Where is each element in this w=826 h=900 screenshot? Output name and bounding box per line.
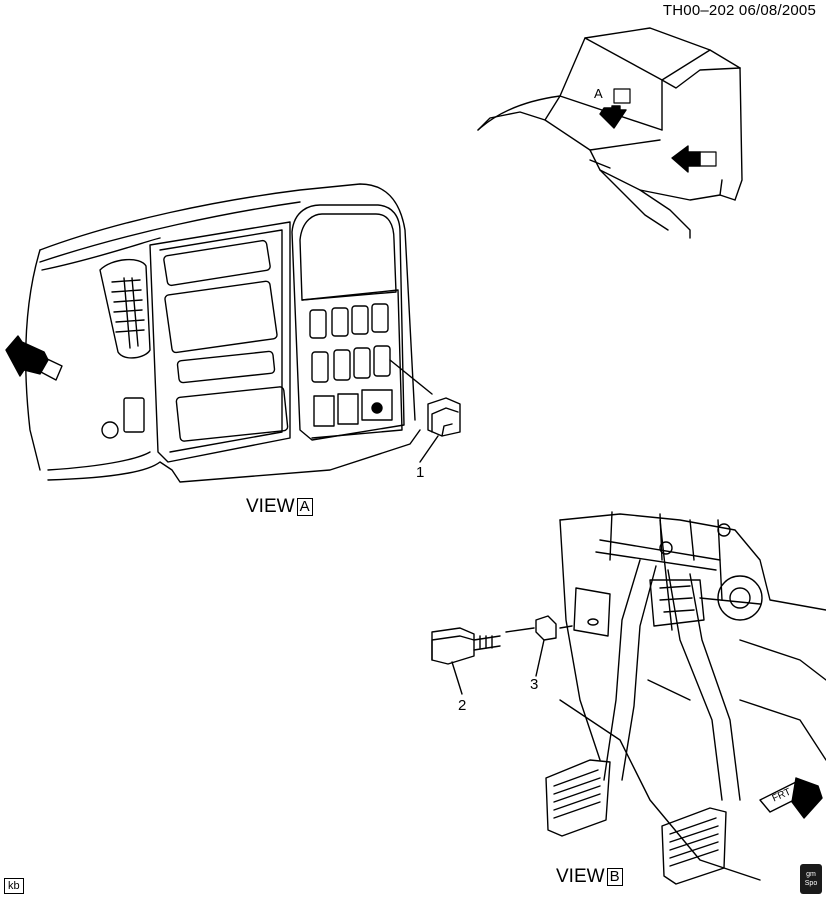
diagram-date: 06/08/2005: [738, 2, 816, 19]
footer-tag: kb: [4, 878, 24, 894]
view-a-label: VIEW A: [246, 496, 313, 518]
callout-2: 2: [458, 697, 467, 714]
callout-3: 3: [530, 676, 539, 693]
vehicle-marker-a: A: [594, 86, 603, 101]
brake-switch-part: [431, 627, 501, 695]
callout-1: 1: [416, 464, 425, 481]
view-a-letter: A: [296, 498, 313, 516]
view-a-arrow: [599, 105, 627, 129]
view-b-letter: B: [606, 868, 623, 886]
diagram-code: TH00–202: [662, 2, 735, 19]
retainer-clip-part: [505, 615, 573, 677]
view-a-prefix: VIEW: [246, 496, 295, 517]
pedal-assembly: [545, 511, 826, 885]
vehicle-marker-b: B: [680, 149, 689, 164]
view-b-marker-box: [699, 151, 717, 167]
view-a-marker-box: [613, 88, 631, 104]
gm-spo-logo: gm Spo: [800, 864, 822, 894]
view-b-label: VIEW B: [556, 866, 623, 888]
front-arrow-right: [759, 777, 823, 819]
instrument-panel: [24, 183, 461, 483]
front-arrow-left: [5, 335, 63, 381]
vehicle-outline: [477, 27, 743, 239]
view-b-prefix: VIEW: [556, 866, 605, 887]
diagram-id-header: TH00–202 06/08/2005: [663, 2, 816, 19]
